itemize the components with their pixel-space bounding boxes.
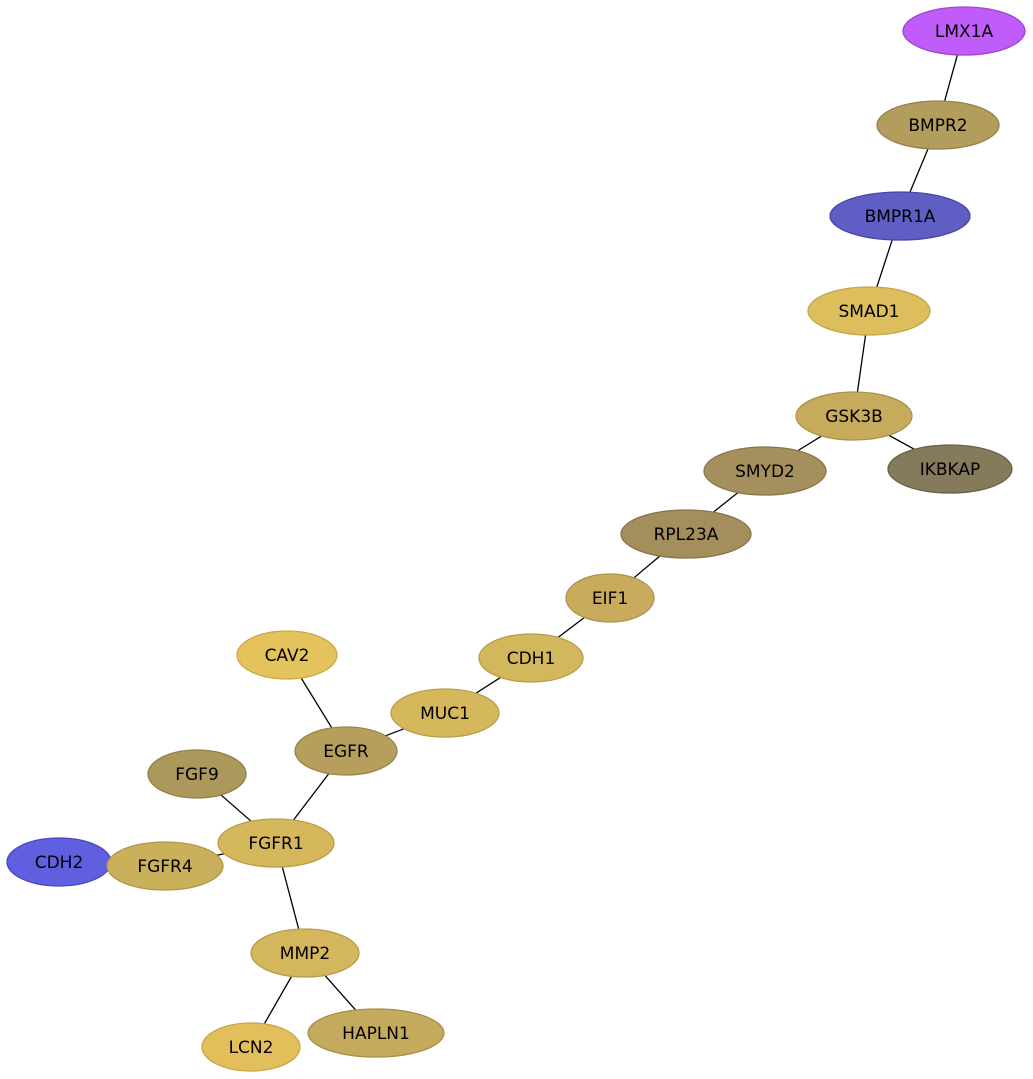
- node-label-bmpr1a: BMPR1A: [865, 207, 936, 227]
- node-shape-smyd2: [703, 446, 827, 496]
- edge-layer: [107, 54, 959, 1025]
- edge-smad1-gsk3b: [856, 334, 867, 393]
- node-shape-bmpr1a: [829, 191, 971, 241]
- node-label-muc1: MUC1: [420, 704, 470, 724]
- node-shape-egfr: [294, 726, 398, 776]
- node-shape-cav2: [236, 630, 338, 680]
- node-fgfr1[interactable]: FGFR1: [217, 818, 335, 868]
- edge-bmpr1a-smad1: [876, 239, 893, 288]
- node-smyd2[interactable]: SMYD2: [703, 446, 827, 496]
- node-lmx1a[interactable]: LMX1A: [902, 6, 1026, 56]
- node-shape-rpl23a: [620, 509, 752, 559]
- node-label-smyd2: SMYD2: [735, 462, 795, 482]
- node-shape-mmp2: [250, 928, 360, 978]
- node-label-cdh1: CDH1: [507, 649, 556, 669]
- node-cdh1[interactable]: CDH1: [478, 633, 584, 683]
- node-fgfr4[interactable]: FGFR4: [106, 841, 224, 891]
- node-smad1[interactable]: SMAD1: [807, 286, 931, 336]
- node-shape-bmpr2: [876, 100, 1000, 150]
- node-shape-gsk3b: [795, 391, 913, 441]
- edge-fgfr1-mmp2: [281, 866, 300, 930]
- node-gsk3b[interactable]: GSK3B: [795, 391, 913, 441]
- node-label-mmp2: MMP2: [280, 944, 330, 964]
- node-label-eif1: EIF1: [592, 589, 628, 609]
- node-label-fgfr4: FGFR4: [137, 857, 192, 877]
- edge-gsk3b-ikbkap: [888, 434, 915, 450]
- node-hapln1[interactable]: HAPLN1: [307, 1008, 445, 1058]
- edge-mmp2-hapln1: [324, 974, 357, 1011]
- node-label-smad1: SMAD1: [839, 302, 900, 322]
- node-label-gsk3b: GSK3B: [825, 407, 883, 427]
- node-rpl23a[interactable]: RPL23A: [620, 509, 752, 559]
- node-label-rpl23a: RPL23A: [654, 525, 719, 545]
- edge-gsk3b-smyd2: [797, 435, 823, 452]
- node-label-ikbkap: IKBKAP: [920, 460, 981, 480]
- node-shape-cdh1: [478, 633, 584, 683]
- node-muc1[interactable]: MUC1: [390, 688, 500, 738]
- edge-egfr-fgfr1: [292, 773, 330, 821]
- node-shape-eif1: [565, 573, 655, 623]
- node-fgf9[interactable]: FGF9: [147, 749, 247, 799]
- edge-eif1-cdh1: [557, 616, 585, 639]
- node-bmpr1a[interactable]: BMPR1A: [829, 191, 971, 241]
- edge-smyd2-rpl23a: [712, 492, 739, 513]
- node-shape-smad1: [807, 286, 931, 336]
- node-label-cdh2: CDH2: [35, 853, 84, 873]
- edge-cav2-egfr: [300, 677, 333, 729]
- node-shape-lcn2: [201, 1022, 301, 1072]
- node-ikbkap[interactable]: IKBKAP: [887, 444, 1013, 494]
- node-label-lmx1a: LMX1A: [935, 22, 994, 42]
- node-shape-muc1: [390, 688, 500, 738]
- node-label-fgfr1: FGFR1: [248, 834, 303, 854]
- node-mmp2[interactable]: MMP2: [250, 928, 360, 978]
- node-shape-fgf9: [147, 749, 247, 799]
- edge-muc1-egfr: [385, 728, 405, 737]
- node-cav2[interactable]: CAV2: [236, 630, 338, 680]
- node-shape-ikbkap: [887, 444, 1013, 494]
- node-eif1[interactable]: EIF1: [565, 573, 655, 623]
- node-label-bmpr2: BMPR2: [908, 116, 967, 136]
- edge-mmp2-lcn2: [263, 975, 293, 1025]
- node-shape-hapln1: [307, 1008, 445, 1058]
- node-shape-fgfr4: [106, 841, 224, 891]
- edge-rpl23a-eif1: [633, 555, 661, 579]
- node-label-hapln1: HAPLN1: [342, 1024, 410, 1044]
- node-shape-lmx1a: [902, 6, 1026, 56]
- node-label-fgf9: FGF9: [175, 765, 219, 785]
- node-egfr[interactable]: EGFR: [294, 726, 398, 776]
- node-cdh2[interactable]: CDH2: [6, 837, 112, 887]
- edge-fgf9-fgfr1: [220, 794, 252, 822]
- edge-cdh1-muc1: [475, 676, 501, 694]
- edge-bmpr2-bmpr1a: [909, 148, 929, 193]
- node-label-cav2: CAV2: [265, 646, 310, 666]
- node-shape-fgfr1: [217, 818, 335, 868]
- node-lcn2[interactable]: LCN2: [201, 1022, 301, 1072]
- node-label-egfr: EGFR: [323, 742, 369, 762]
- edge-fgfr1-fgfr4: [216, 853, 225, 856]
- node-label-lcn2: LCN2: [229, 1038, 274, 1058]
- node-bmpr2[interactable]: BMPR2: [876, 100, 1000, 150]
- edge-lmx1a-bmpr2: [943, 54, 959, 102]
